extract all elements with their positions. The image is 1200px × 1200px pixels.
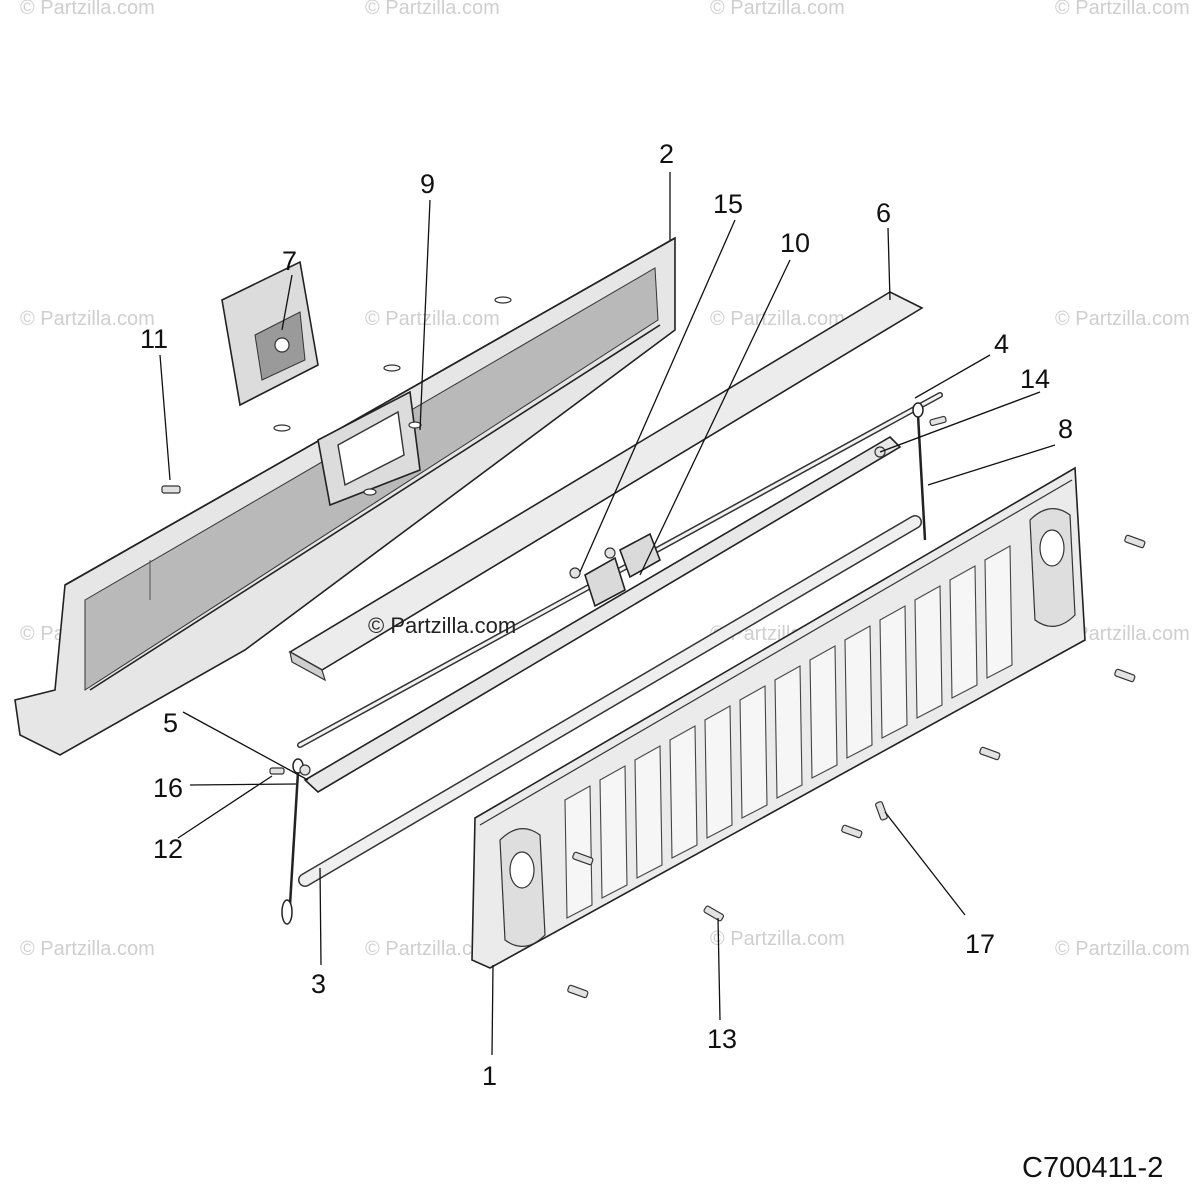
callout-7: 7 <box>282 246 297 276</box>
bolt-11 <box>161 485 181 494</box>
watermark: © Partzilla.com <box>365 938 500 960</box>
figure-code: C700411-2 <box>1022 1152 1163 1184</box>
callout-3: 3 <box>311 969 326 999</box>
watermark: © Partzilla.com <box>1055 623 1190 645</box>
watermark: © Partzilla.com <box>710 0 845 19</box>
callout-13: 13 <box>707 1024 737 1054</box>
watermark: © Partzilla.com <box>1055 938 1190 960</box>
support-rod <box>297 392 943 748</box>
loose-fasteners <box>269 415 1146 999</box>
callout-11: 11 <box>140 324 168 354</box>
callout-9: 9 <box>420 169 435 199</box>
watermark: © Partzilla.com <box>710 928 845 950</box>
callout-labels: 1 2 3 4 5 6 7 8 9 10 11 12 13 14 15 16 1… <box>140 139 1073 1091</box>
inner-tailgate-frame <box>14 236 676 756</box>
callout-2: 2 <box>659 139 674 169</box>
tailgate-cables <box>281 402 927 925</box>
callout-12: 12 <box>153 834 183 864</box>
watermark: © Partzilla.com <box>1055 0 1190 19</box>
callout-1: 1 <box>482 1061 497 1091</box>
watermark: © Partzilla.com <box>20 0 155 19</box>
callout-5: 5 <box>163 708 178 738</box>
watermark: © Partzilla.com <box>710 308 845 330</box>
watermark: © Partzilla.com <box>20 308 155 330</box>
watermark: © Partzilla.com <box>20 938 155 960</box>
callout-16: 16 <box>153 773 183 803</box>
callout-15: 15 <box>713 189 743 219</box>
leader-lines <box>159 172 1056 1056</box>
callout-10: 10 <box>780 228 810 258</box>
tailgate-cap <box>288 291 924 682</box>
callout-6: 6 <box>876 198 891 228</box>
watermark: © Partzilla.com <box>365 0 500 19</box>
outer-tailgate-panel <box>471 466 1086 969</box>
callout-17: 17 <box>965 929 995 959</box>
callout-14: 14 <box>1020 364 1050 394</box>
lower-rod <box>298 515 922 887</box>
callout-8: 8 <box>1058 414 1073 444</box>
center-watermark: © Partzilla.com <box>368 613 516 638</box>
tailgate-latch <box>221 260 319 407</box>
watermark: © Partzilla.com <box>1055 308 1190 330</box>
callout-4: 4 <box>994 329 1009 359</box>
hinge-bar <box>303 435 902 793</box>
watermark: © Partzilla.com <box>365 308 500 330</box>
